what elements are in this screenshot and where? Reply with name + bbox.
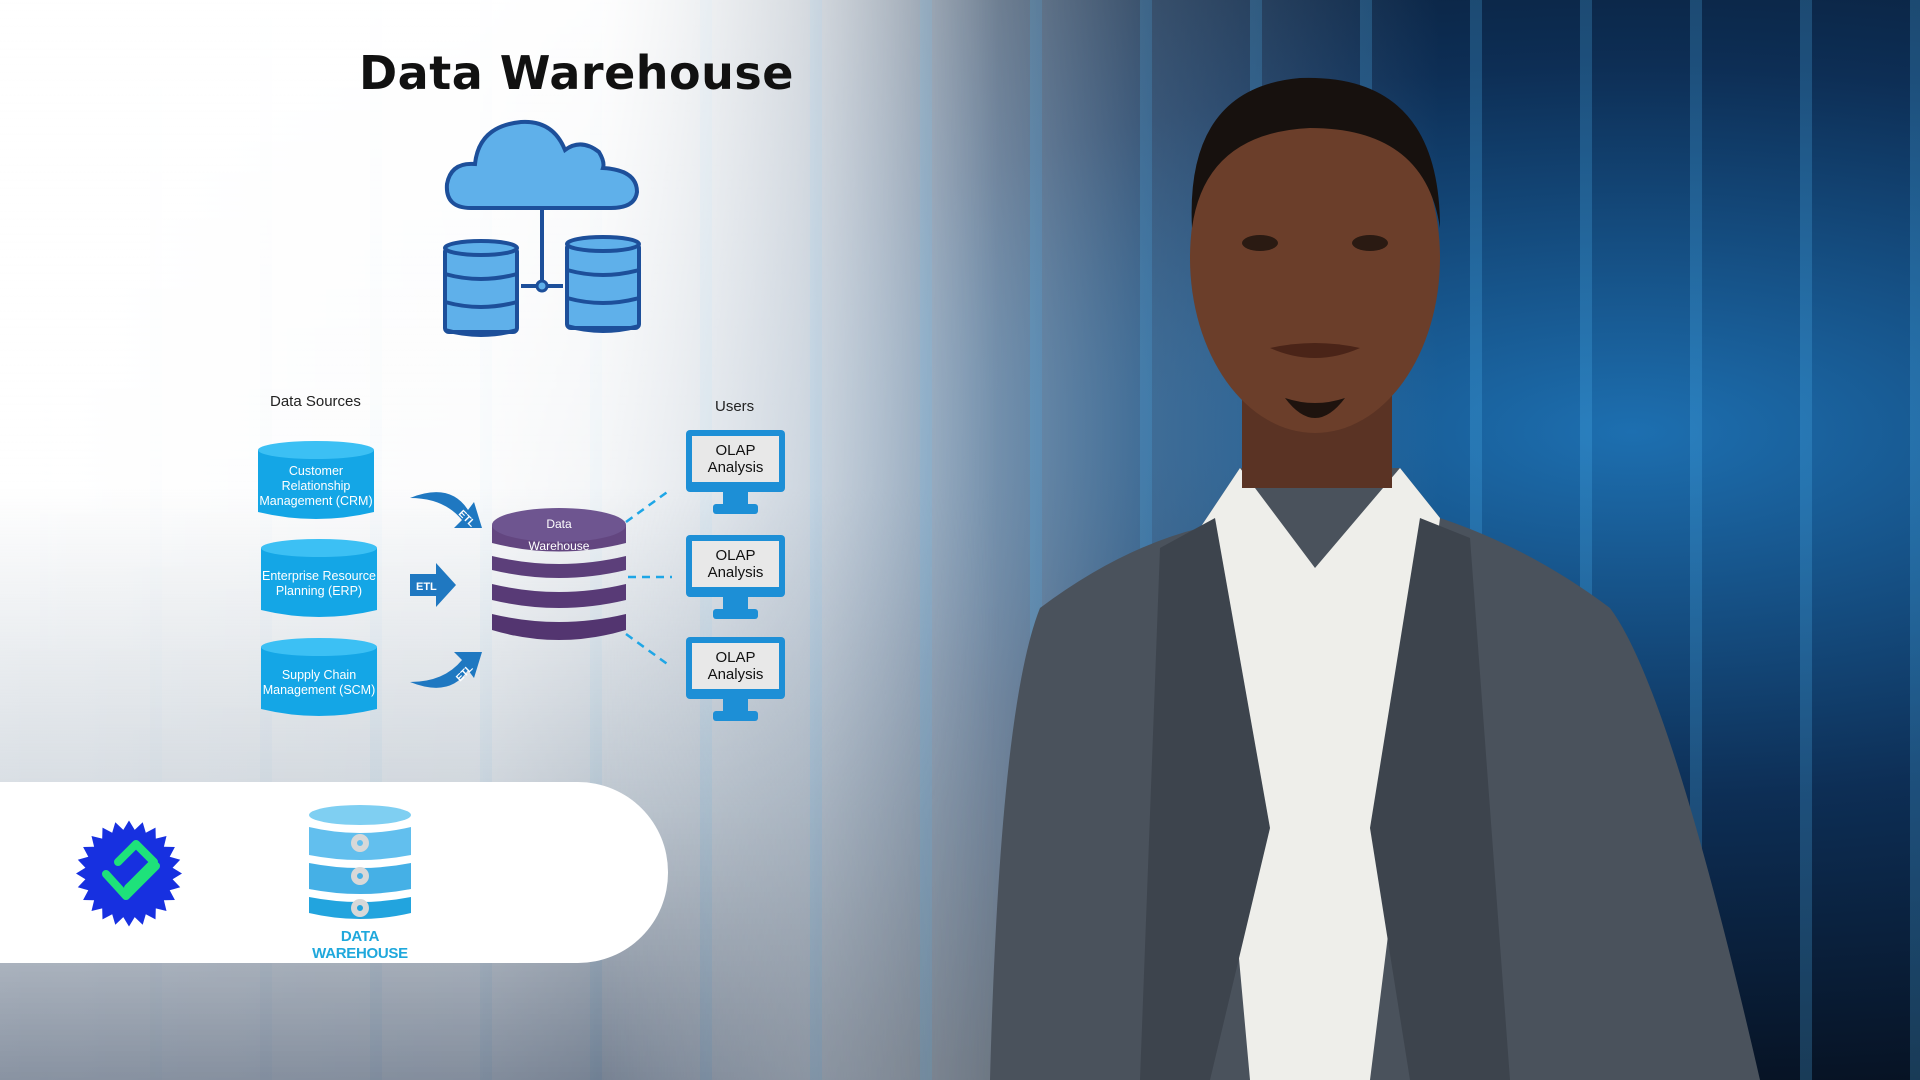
source-scm: Supply Chain Management (SCM): [261, 637, 377, 719]
olap-monitor-1: OLAP Analysis: [686, 430, 785, 516]
svg-text:Data: Data: [546, 517, 572, 531]
presenter-photo: [990, 77, 1760, 1080]
svg-text:Warehouse: Warehouse: [529, 539, 590, 553]
olap-monitor-3: OLAP Analysis: [686, 637, 785, 723]
etl-arrow-top: ETL: [410, 492, 482, 529]
svg-text:ETL: ETL: [416, 581, 437, 593]
cloud-database-icon: [443, 119, 641, 337]
source-erp: Enterprise Resource Planning (ERP): [261, 538, 377, 620]
brand-badge-logo: [76, 820, 182, 927]
connection-lines: [625, 488, 672, 668]
source-crm: Customer Relationship Management (CRM): [258, 440, 374, 522]
olap-monitor-2: OLAP Analysis: [686, 535, 785, 621]
data-warehouse-caption: DATA WAREHOUSE: [312, 928, 408, 962]
etl-arrow-bottom: ETL: [410, 652, 482, 688]
users-label: Users: [715, 398, 755, 415]
data-warehouse-cylinder: Data Warehouse: [492, 508, 626, 640]
etl-arrow-middle: ETL: [410, 563, 456, 607]
page-title: Data Warehouse: [359, 46, 794, 100]
data-sources-label: Data Sources: [270, 393, 361, 410]
database-icon: [309, 805, 411, 919]
